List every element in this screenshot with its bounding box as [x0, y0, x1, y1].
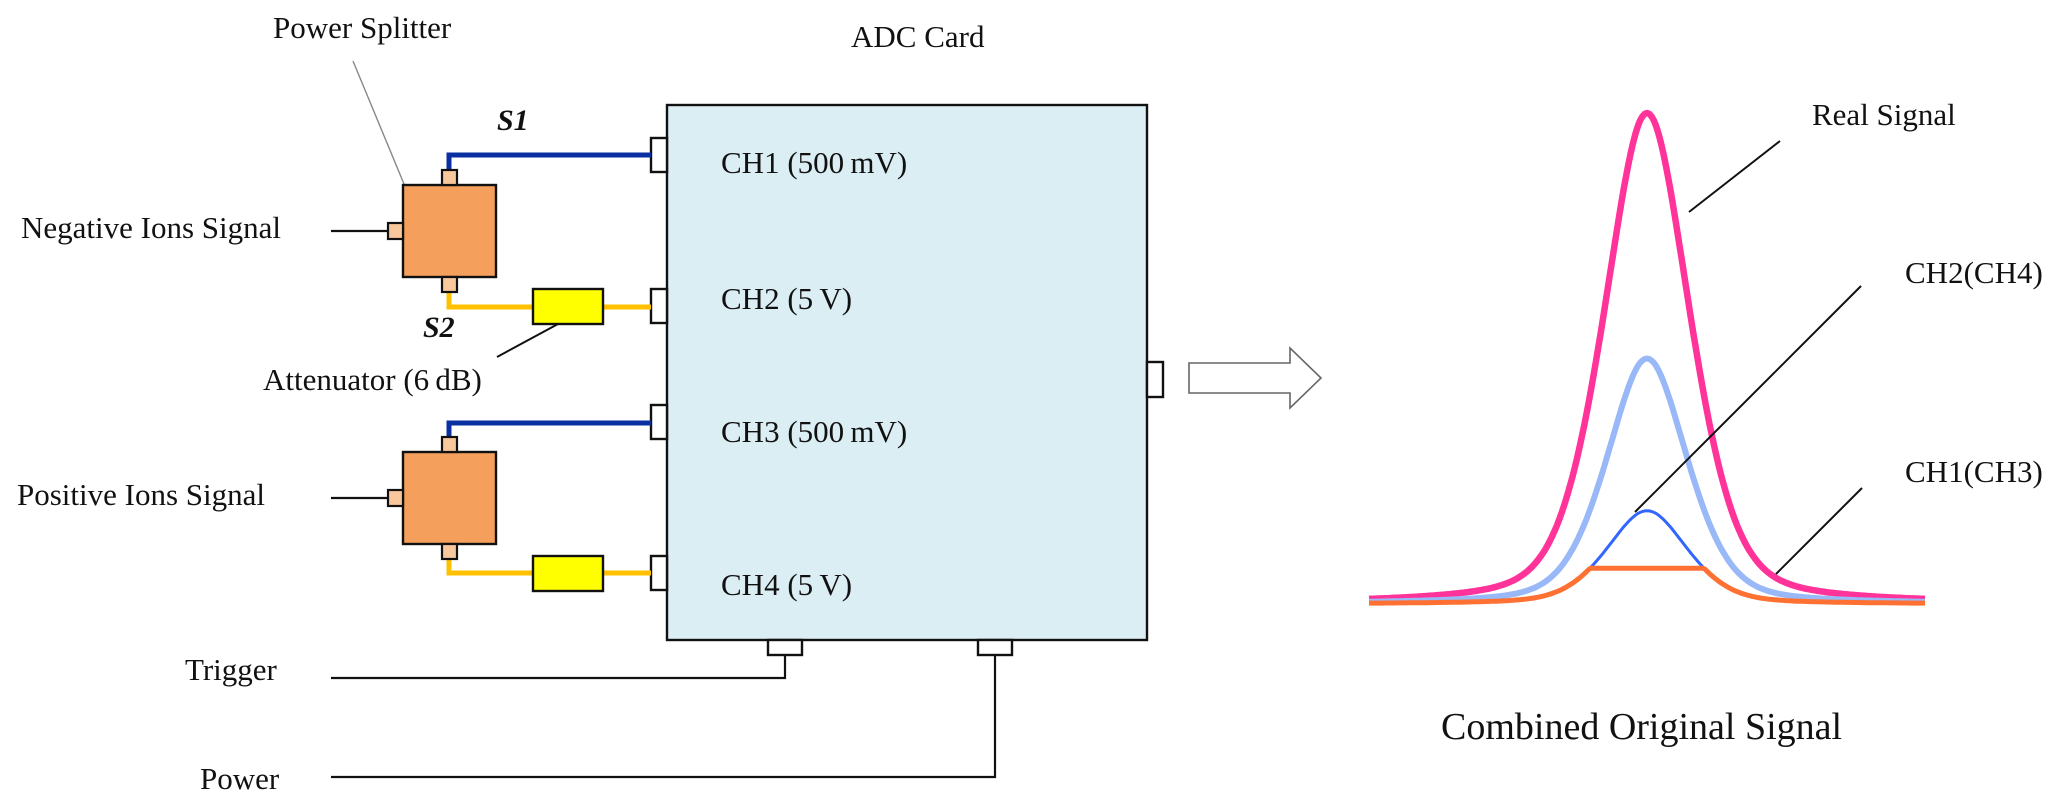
ch1-connector [649, 136, 669, 174]
ch2-label: CH2 (5 V) [721, 281, 852, 316]
trigger-label: Trigger [185, 652, 278, 687]
attenuator-bottom [531, 554, 605, 593]
curve-ch1-ch3-clipped [1368, 565, 1926, 606]
power-splitter-leader-line [352, 60, 405, 185]
ch2-ch4-leader-line [1634, 285, 1862, 513]
s1-label: S1 [497, 104, 529, 137]
plot-title: Combined Original Signal [1441, 706, 1842, 748]
trigger-connector [766, 638, 804, 657]
real-signal-label: Real Signal [1812, 97, 1956, 132]
curve-ch1-ch3 [1369, 509, 1925, 605]
power-connector [976, 638, 1014, 657]
ch1-ch3-label: CH1(CH3) [1905, 454, 2043, 489]
attenuator-label: Attenuator (6 dB) [263, 362, 482, 397]
power-splitter-top [401, 183, 498, 279]
s2-label: S2 [423, 311, 455, 344]
adc-card [665, 103, 1149, 642]
attenuator-top [531, 287, 605, 326]
power-label: Power [200, 761, 280, 796]
ch4-connector [649, 554, 669, 592]
ch1-ch3-leader-line [1775, 487, 1863, 575]
ch3-label: CH3 (500 mV) [721, 414, 907, 449]
negative-ions-label: Negative Ions Signal [21, 210, 281, 245]
splitter-bottom-input-port [386, 488, 405, 508]
curve-ch2-ch4 [1368, 355, 1926, 605]
splitter-bottom-out2-port [440, 542, 459, 561]
s1-wire-bottom [446, 420, 651, 452]
splitter-bottom-out1-port [440, 435, 459, 454]
ch4-label: CH4 (5 V) [721, 567, 852, 602]
curve-real-signal [1368, 109, 1926, 603]
ch3-connector [649, 403, 669, 441]
ch2-ch4-label: CH2(CH4) [1905, 255, 2043, 290]
output-connector [1145, 360, 1165, 399]
right-arrow-icon [1188, 346, 1323, 410]
power-wire [331, 655, 997, 779]
trigger-wire [331, 655, 787, 680]
splitter-top-out1-port [440, 168, 459, 187]
s1-wire-top [446, 152, 651, 185]
ch1-label: CH1 (500 mV) [721, 145, 907, 180]
power-splitter-label: Power Splitter [273, 10, 452, 45]
signal-plot [1368, 109, 1926, 606]
adc-card-title: ADC Card [851, 19, 985, 54]
attenuator-leader-line [496, 323, 559, 358]
splitter-top-input-port [386, 221, 405, 241]
power-splitter-bottom [401, 450, 498, 546]
real-signal-leader-line [1688, 140, 1781, 213]
positive-ions-label: Positive Ions Signal [17, 477, 265, 512]
ch2-connector [649, 287, 669, 325]
splitter-top-out2-port [440, 275, 459, 294]
